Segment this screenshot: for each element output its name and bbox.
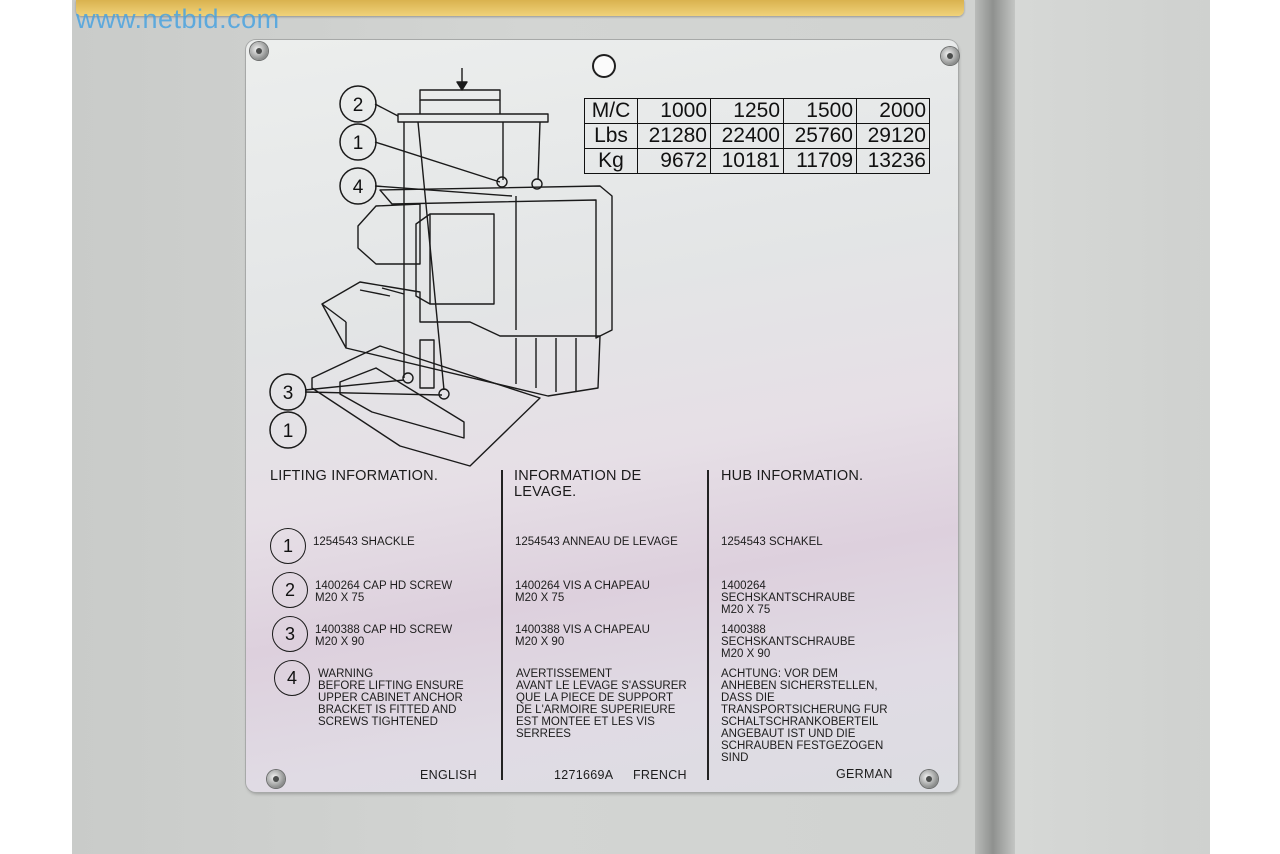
item-number-circle: 4 xyxy=(274,660,310,696)
item-en-text: 1400264 CAP HD SCREW M20 X 75 xyxy=(315,580,453,604)
cell-lbs: 21280 xyxy=(637,123,711,149)
item-en-text: 1400388 CAP HD SCREW M20 X 90 xyxy=(315,624,453,648)
lifting-fork-frame xyxy=(339,367,465,439)
item-en-text: 1254543 SHACKLE xyxy=(313,536,415,548)
column-slot xyxy=(419,339,435,389)
callout-number: 2 xyxy=(353,95,364,116)
item-number-circle: 2 xyxy=(272,572,308,608)
footer-language-french: FRENCH xyxy=(633,768,687,782)
german-heading: HUB INFORMATION. xyxy=(721,468,864,484)
weight-row-lbs: Lbs 21280 22400 25760 29120 xyxy=(584,123,930,149)
footer-language-english: ENGLISH xyxy=(420,768,477,782)
weight-row-kg: Kg 9672 10181 11709 13236 xyxy=(584,148,930,174)
cell-mc: 1000 xyxy=(637,98,711,124)
callout-circle xyxy=(339,85,377,123)
lift-arrow-head xyxy=(456,81,468,91)
row-label-kg: Kg xyxy=(584,148,638,174)
item-fr-text: AVERTISSEMENT AVANT LE LEVAGE S'ASSURER … xyxy=(516,668,687,740)
item-de-text: ACHTUNG: VOR DEM ANHEBEN SICHERSTELLEN, … xyxy=(721,668,888,764)
weight-row-mc: M/C 1000 1250 1500 2000 xyxy=(584,98,930,124)
cell-lbs: 29120 xyxy=(856,123,930,149)
machine-table xyxy=(321,281,601,397)
cell-mc: 2000 xyxy=(856,98,930,124)
callout-circle xyxy=(339,123,377,161)
item-de-text: 1400388 SECHSKANTSCHRAUBE M20 X 90 xyxy=(721,624,856,660)
plate-screw-top-left xyxy=(250,42,268,60)
upper-cabinet xyxy=(379,185,613,339)
english-heading: LIFTING INFORMATION. xyxy=(270,468,439,484)
cabinet-right-door xyxy=(1015,0,1210,854)
cabinet-door-seam xyxy=(975,0,1015,854)
plate-screw-bottom-left xyxy=(267,770,285,788)
item-number-circle: 3 xyxy=(272,616,308,652)
callout-number: 1 xyxy=(353,133,364,154)
plate-screw-top-right xyxy=(941,47,959,65)
cell-kg: 11709 xyxy=(783,148,857,174)
machine-weight-table: M/C 1000 1250 1500 2000 Lbs 21280 22400 … xyxy=(584,98,930,174)
shackle-top-right xyxy=(531,178,543,190)
cell-kg: 13236 xyxy=(856,148,930,174)
sling-right-2 xyxy=(537,121,541,181)
sling-left-2 xyxy=(417,121,445,391)
cell-lbs: 25760 xyxy=(783,123,857,149)
spreader-beam xyxy=(397,113,549,123)
callout-circle xyxy=(269,373,307,411)
callout-number: 4 xyxy=(353,177,364,198)
machine-base xyxy=(311,345,541,467)
upper-brass-plate xyxy=(76,0,964,16)
plate-mounting-hole xyxy=(592,54,616,78)
item-number-circle: 1 xyxy=(270,528,306,564)
footer-part-number: 1271669A xyxy=(554,768,614,782)
shackle-bottom-left xyxy=(402,372,414,384)
item-fr-text: 1400264 VIS A CHAPEAU M20 X 75 xyxy=(515,580,650,604)
french-heading: INFORMATION DE LEVAGE. xyxy=(514,468,642,500)
column-divider xyxy=(501,470,503,780)
item-fr-text: 1400388 VIS A CHAPEAU M20 X 90 xyxy=(515,624,650,648)
callout-number: 3 xyxy=(283,383,294,404)
plate-screw-bottom-right xyxy=(920,770,938,788)
spreader-beam-top xyxy=(419,89,501,101)
item-de-text: 1254543 SCHAKEL xyxy=(721,536,823,548)
shackle-top-left xyxy=(496,176,508,188)
row-label-mc: M/C xyxy=(584,98,638,124)
item-de-text: 1400264 SECHSKANTSCHRAUBE M20 X 75 xyxy=(721,580,856,616)
cell-kg: 9672 xyxy=(637,148,711,174)
footer-language-german: GERMAN xyxy=(836,767,893,781)
callout-circle xyxy=(269,411,307,449)
shackle-bottom-right xyxy=(438,388,450,400)
cell-mc: 1250 xyxy=(710,98,784,124)
watermark-text: www.netbid.com xyxy=(76,4,280,34)
spindle-head-left xyxy=(357,203,421,265)
callout-circle xyxy=(339,167,377,205)
column-divider xyxy=(707,470,709,780)
cell-mc: 1500 xyxy=(783,98,857,124)
item-en-text: WARNING BEFORE LIFTING ENSURE UPPER CABI… xyxy=(318,668,464,728)
callout-number: 1 xyxy=(283,421,294,442)
row-label-lbs: Lbs xyxy=(584,123,638,149)
cell-kg: 10181 xyxy=(710,148,784,174)
item-fr-text: 1254543 ANNEAU DE LEVAGE xyxy=(515,536,678,548)
